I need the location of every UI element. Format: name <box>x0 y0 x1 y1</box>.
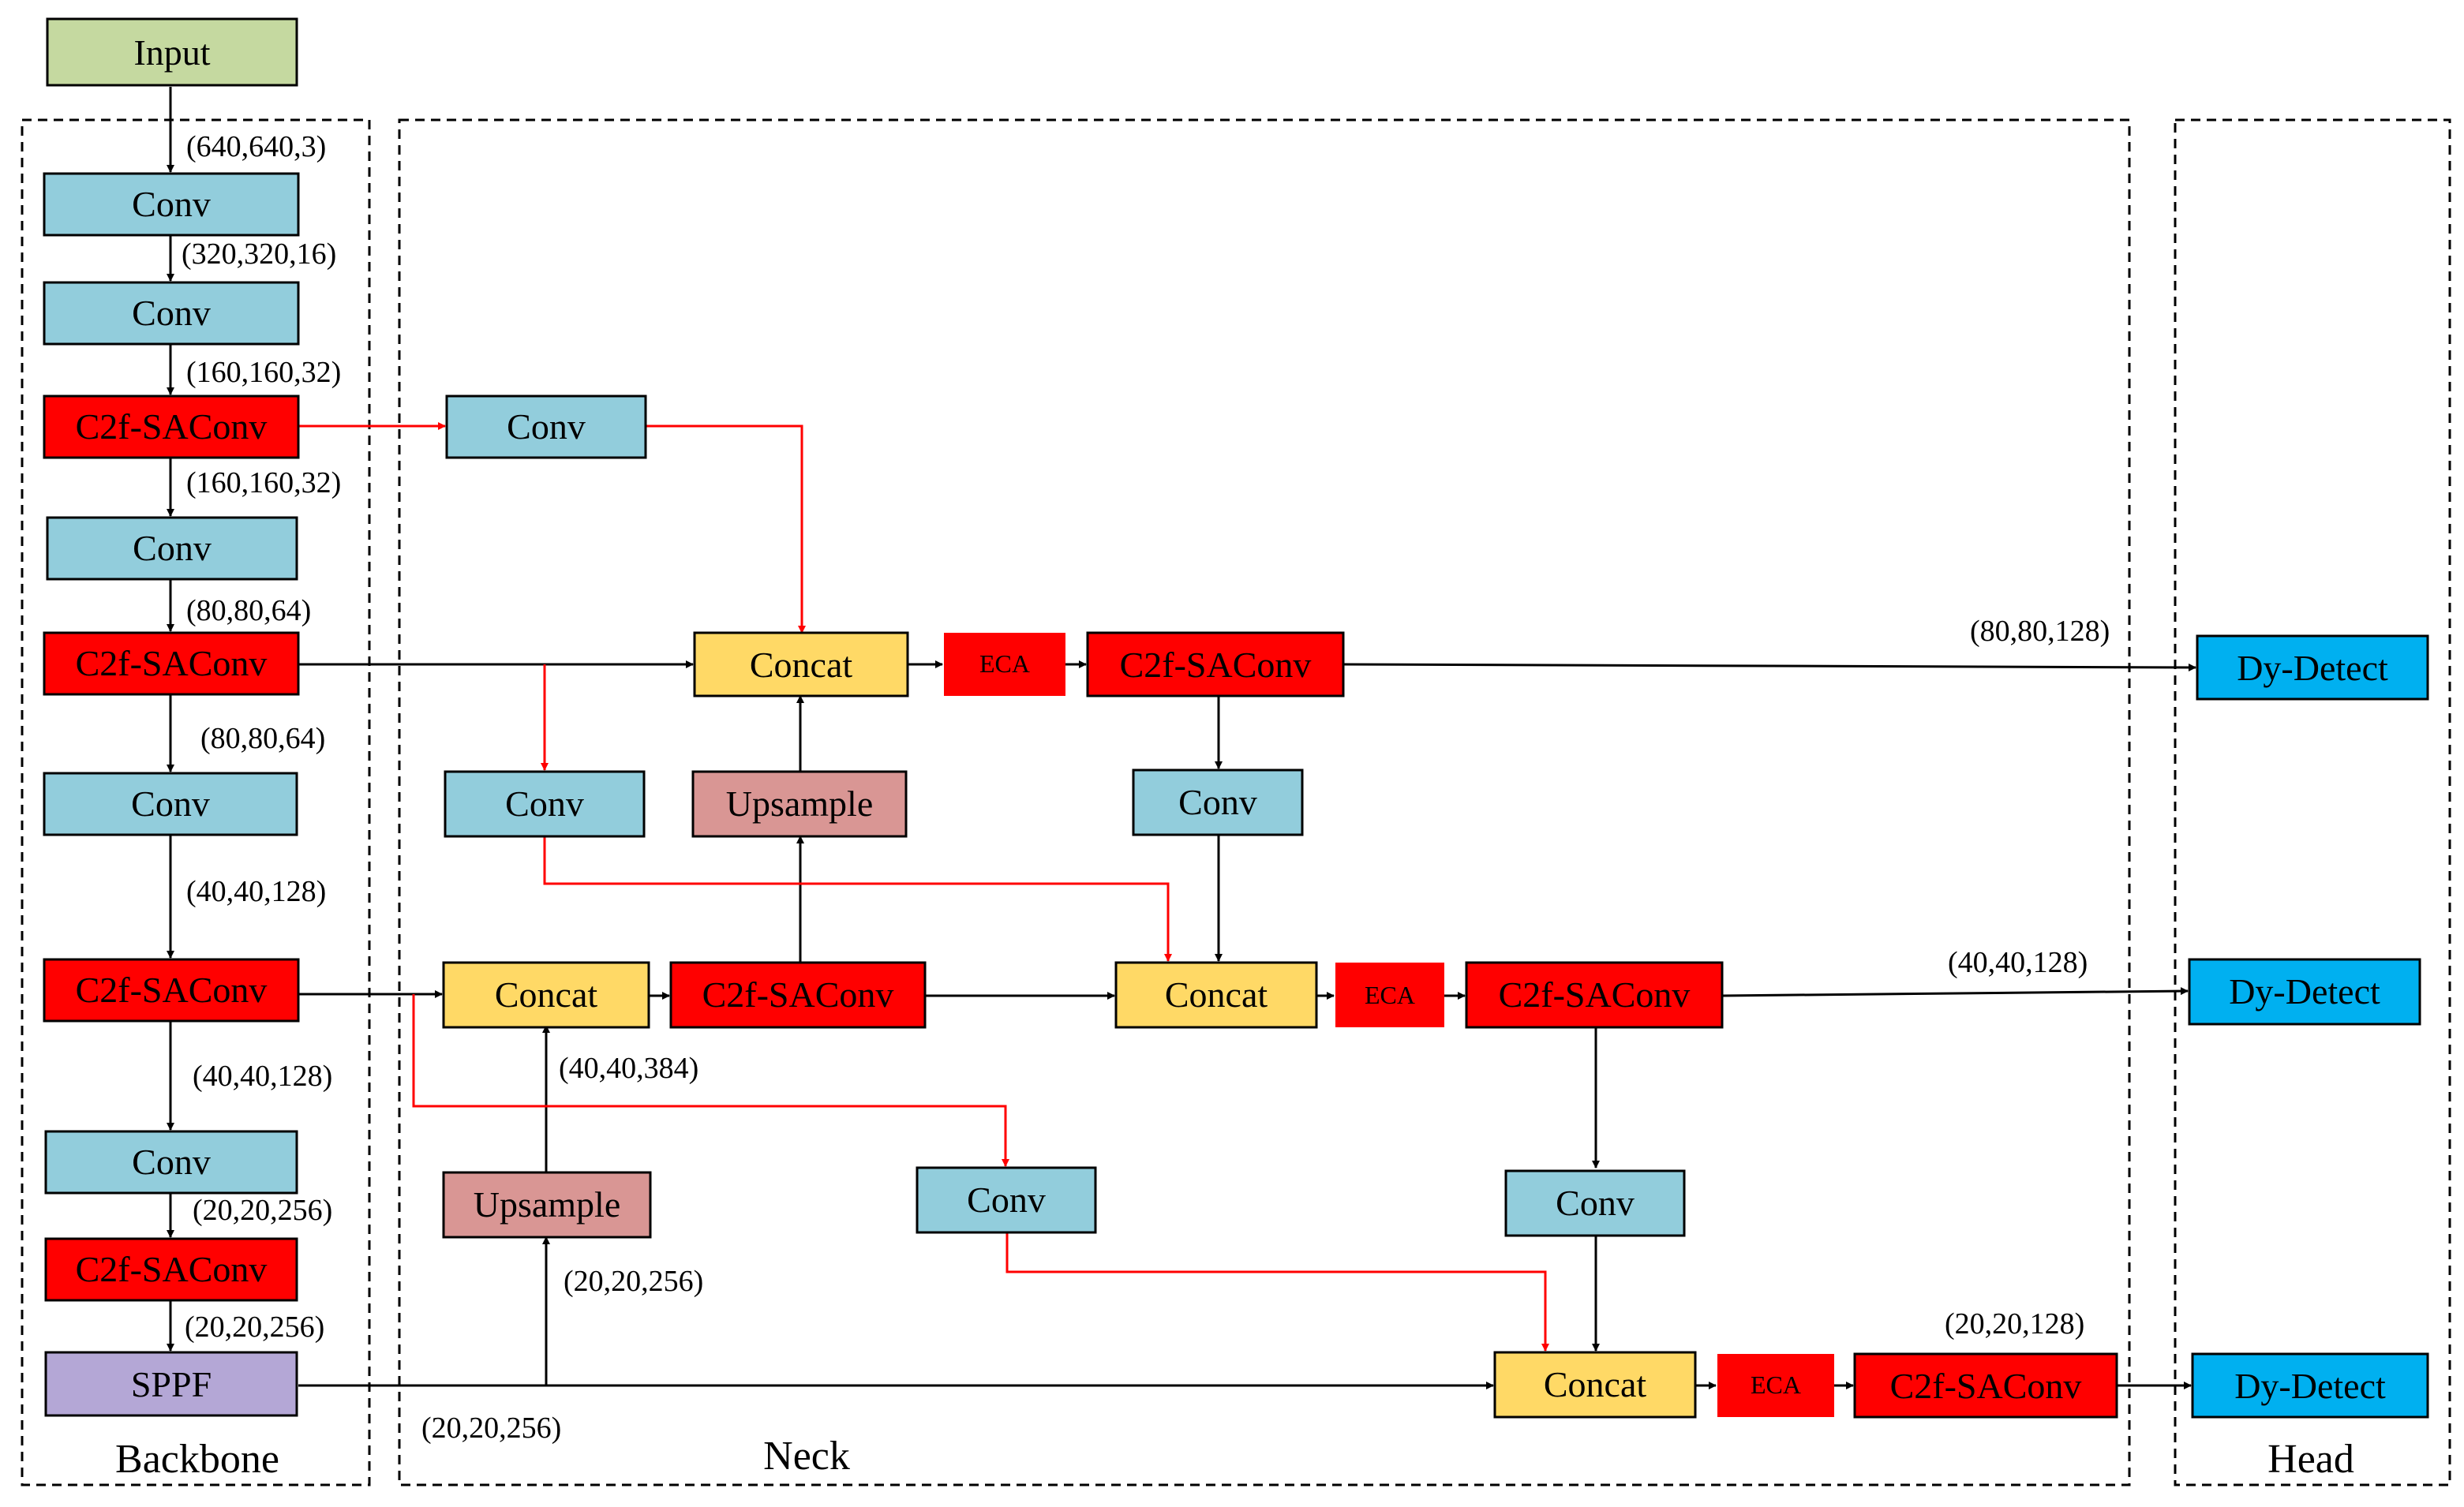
dy-detect-2: Dy-Detect <box>2188 958 2421 1026</box>
block-label: ECA <box>979 649 1030 678</box>
neck-section: Neck <box>398 118 2131 1486</box>
neck-upsample-1: Upsample <box>691 770 908 838</box>
backbone-c2f-saconv-1: C2f-SAConv <box>43 395 300 459</box>
neck-eca-3: ECA <box>1717 1354 1834 1417</box>
block-label: C2f-SAConv <box>76 970 268 1010</box>
neck-concat-2: Concat <box>1114 961 1318 1029</box>
head-section: Head <box>2174 118 2451 1486</box>
block-label: Dy-Detect <box>2237 648 2388 688</box>
backbone-conv-2: Conv <box>43 281 300 346</box>
block-label: C2f-SAConv <box>76 643 268 683</box>
block-label: Conv <box>967 1180 1046 1220</box>
shape-label: (20,20,256) <box>185 1311 324 1344</box>
black-connectors <box>167 87 2196 1389</box>
shape-labels: (640,640,3) (320,320,16) (160,160,32) (1… <box>182 130 2110 1445</box>
backbone-conv-5: Conv <box>44 1130 298 1195</box>
shape-label: (20,20,256) <box>421 1412 561 1445</box>
block-label: Dy-Detect <box>2234 1366 2386 1406</box>
backbone-label: Backbone <box>115 1437 279 1482</box>
shape-label: (40,40,128) <box>1948 946 2088 979</box>
neck-c2f-saconv-mid: C2f-SAConv <box>1465 961 1724 1029</box>
block-label: Upsample <box>474 1184 621 1225</box>
backbone-conv-4: Conv <box>43 772 298 836</box>
block-label: Conv <box>131 783 210 824</box>
shape-label: (80,80,64) <box>186 594 311 627</box>
block-label: C2f-SAConv <box>76 406 268 447</box>
shape-label: (80,80,64) <box>200 722 325 755</box>
neck-concat-1: Concat <box>693 631 909 697</box>
shape-label: (160,160,32) <box>186 356 341 389</box>
backbone-c2f-saconv-4: C2f-SAConv <box>44 1237 298 1302</box>
neck-eca-2: ECA <box>1335 963 1444 1027</box>
shape-label: (20,20,256) <box>564 1265 703 1298</box>
shape-label: (40,40,384) <box>559 1052 698 1085</box>
block-label: ECA <box>1751 1371 1801 1399</box>
shape-label: (20,20,256) <box>193 1194 332 1227</box>
dy-detect-3: Dy-Detect <box>2191 1352 2429 1419</box>
block-label: C2f-SAConv <box>1120 645 1312 685</box>
backbone-c2f-saconv-2: C2f-SAConv <box>43 631 300 696</box>
shape-label: (20,20,128) <box>1945 1307 2084 1341</box>
head-label: Head <box>2267 1437 2354 1482</box>
block-label: Dy-Detect <box>2229 971 2380 1012</box>
red-connectors <box>298 422 1549 1352</box>
shape-label: (640,640,3) <box>186 130 326 163</box>
neck-eca-1: ECA <box>944 633 1065 696</box>
backbone-section: Backbone <box>21 118 371 1486</box>
block-label: Concat <box>750 645 853 685</box>
input-block: Input <box>46 17 298 87</box>
neck-label: Neck <box>763 1434 850 1479</box>
block-label: C2f-SAConv <box>702 974 894 1015</box>
block-label: Conv <box>505 783 584 824</box>
block-label: Upsample <box>726 783 874 824</box>
block-label: ECA <box>1365 981 1415 1009</box>
neck-conv-mid-right: Conv <box>1132 768 1304 836</box>
block-label: Input <box>133 32 210 73</box>
block-label: C2f-SAConv <box>1890 1366 2082 1406</box>
neck-conv-low: Conv <box>916 1166 1097 1234</box>
neck-c2f-saconv-bottom: C2f-SAConv <box>1853 1352 2118 1419</box>
block-label: Conv <box>1556 1183 1635 1223</box>
block-label: Conv <box>132 184 211 224</box>
shape-label: (40,40,128) <box>193 1060 332 1093</box>
block-label: C2f-SAConv <box>76 1249 268 1289</box>
block-label: SPPF <box>131 1364 212 1404</box>
neck-concat-left: Concat <box>442 961 650 1029</box>
block-label: Conv <box>132 293 211 333</box>
neck-conv-top: Conv <box>445 395 647 459</box>
neck-concat-3: Concat <box>1493 1351 1697 1419</box>
block-label: Conv <box>1178 782 1257 822</box>
block-label: Concat <box>1544 1364 1647 1404</box>
block-label: Conv <box>507 406 586 447</box>
shape-label: (40,40,128) <box>186 875 326 908</box>
block-label: Conv <box>132 1142 211 1182</box>
backbone-conv-1: Conv <box>43 172 300 237</box>
shape-label: (320,320,16) <box>182 237 336 271</box>
neck-conv-mid-left: Conv <box>444 770 646 838</box>
shape-label: (160,160,32) <box>186 466 341 499</box>
neck-c2f-saconv-top: C2f-SAConv <box>1086 631 1345 697</box>
block-label: Conv <box>133 528 212 568</box>
neck-c2f-saconv-mid-left: C2f-SAConv <box>669 961 927 1029</box>
block-label: C2f-SAConv <box>1499 974 1691 1015</box>
neck-conv-low-right: Conv <box>1504 1169 1686 1237</box>
block-label: Concat <box>1165 974 1268 1015</box>
backbone-c2f-saconv-3: C2f-SAConv <box>43 958 300 1023</box>
sppf-block: SPPF <box>44 1351 298 1417</box>
dy-detect-1: Dy-Detect <box>2196 634 2429 701</box>
shape-label: (80,80,128) <box>1970 615 2110 648</box>
backbone-conv-3: Conv <box>46 516 298 581</box>
neck-upsample-2: Upsample <box>442 1171 652 1239</box>
block-label: Concat <box>495 974 598 1015</box>
